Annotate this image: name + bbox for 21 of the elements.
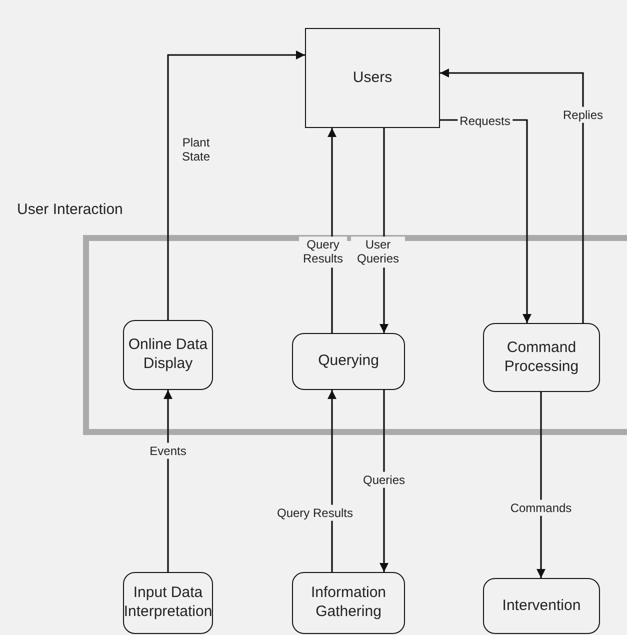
process-box: Querying [292, 333, 405, 390]
edge-label: Query Results [299, 236, 347, 268]
process-box: Input Data Interpretation [123, 572, 213, 634]
actor-box: Users [305, 28, 440, 128]
edge-label: Events [148, 442, 188, 460]
arrow [440, 68, 584, 323]
arrow [380, 390, 388, 572]
process-box: Information Gathering [292, 572, 405, 634]
arrow [328, 390, 336, 572]
edge-label: User Queries [351, 236, 405, 268]
edge-label: Replies [560, 106, 606, 124]
arrow [167, 50, 305, 320]
edge-label: Query Results [274, 504, 356, 522]
process-box: Online Data Display [123, 320, 213, 390]
edge-label: Commands [508, 500, 574, 516]
process-box: Intervention [483, 578, 600, 634]
arrow [536, 392, 546, 578]
arrow [164, 390, 172, 572]
edge-label: Queries [360, 472, 408, 488]
process-box: Command Processing [483, 323, 600, 392]
group-title: User Interaction [17, 201, 123, 218]
